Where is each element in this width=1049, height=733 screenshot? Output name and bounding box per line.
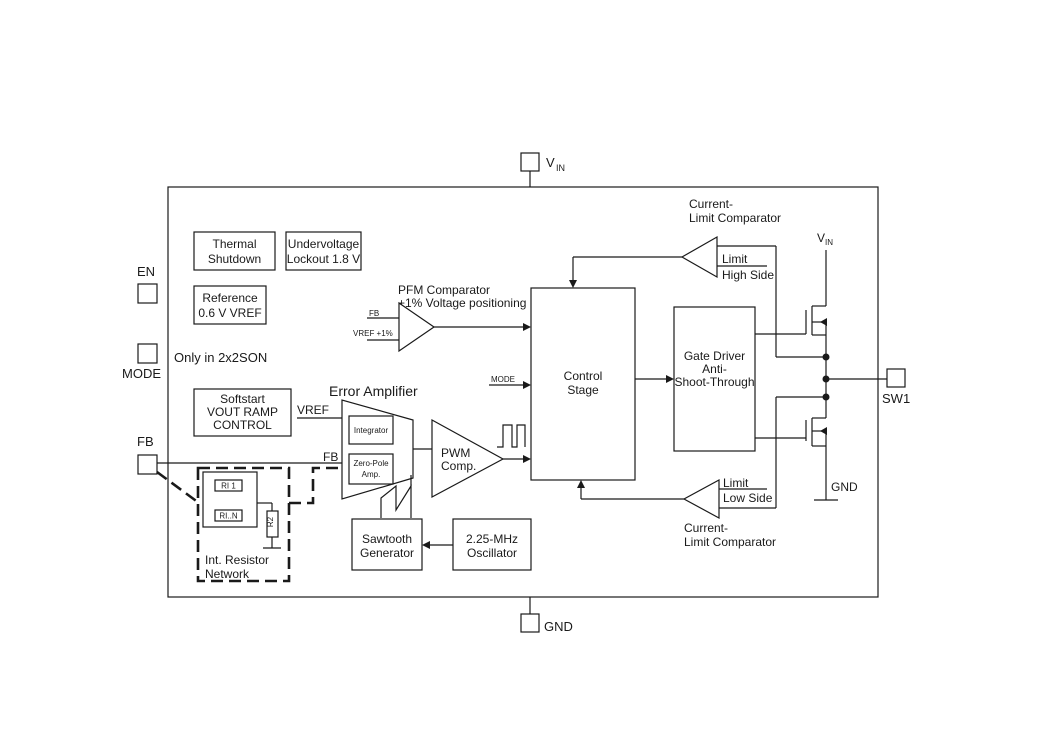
sawtooth-line2: Generator [360, 546, 414, 560]
reference-block [193, 285, 267, 325]
cl-top-line2: Limit Comparator [689, 211, 781, 225]
resistor-network-line1: Int. Resistor [205, 553, 269, 567]
pwm-line2: Comp. [441, 459, 476, 473]
pfm-title-line1: PFM Comparator [398, 283, 490, 297]
softstart-line1: Softstart [220, 392, 265, 406]
vin-pin-label-sub: IN [556, 163, 565, 173]
cl-bot-limit: Limit [723, 476, 749, 490]
gate-driver-line3: Shoot-Through [674, 375, 754, 389]
error-amp-title: Error Amplifier [329, 383, 418, 399]
mode-pin [137, 343, 158, 364]
control-line1: Control [564, 369, 603, 383]
reference-line1: Reference [202, 291, 258, 305]
gate-driver-line1: Gate Driver [684, 349, 745, 363]
chip-outline [167, 186, 879, 598]
cl-top-limit: Limit [722, 252, 748, 266]
mode-input-label: MODE [491, 375, 515, 384]
sw1-pin [886, 368, 906, 388]
en-pin [137, 283, 158, 304]
pfm-title-line2: +1% Voltage positioning [398, 296, 526, 310]
only-in-note: Only in 2x2SON [174, 350, 267, 365]
pfm-fb-label: FB [369, 309, 379, 318]
gnd-pin-label: GND [544, 619, 573, 634]
zero-pole-line1: Zero-Pole [353, 459, 389, 468]
pwm-line1: PWM [441, 446, 470, 460]
control-stage-block [530, 287, 636, 481]
zero-pole-block [348, 453, 394, 485]
cl-bot-line2: Limit Comparator [684, 535, 776, 549]
low-side-comparator [682, 478, 720, 520]
gate-driver-line2: Anti- [702, 362, 727, 376]
sw1-pin-label: SW1 [882, 391, 910, 406]
zero-pole-line2: Amp. [362, 470, 381, 479]
uvlo-line2: Lockout 1.8 V [287, 252, 360, 266]
high-side-comparator [680, 235, 718, 279]
sawtooth-line1: Sawtooth [362, 532, 412, 546]
sawtooth-generator-block [351, 518, 423, 571]
cl-top-side: High Side [722, 268, 774, 282]
cl-top-line1: Current- [689, 197, 733, 211]
pfm-vref-label: VREF +1% [353, 329, 393, 338]
thermal-line2: Shutdown [208, 252, 261, 266]
sawtooth-waveform-icon [380, 483, 412, 518]
fb-pin [137, 454, 158, 475]
cl-bot-line1: Current- [684, 521, 728, 535]
uvlo-line1: Undervoltage [288, 237, 360, 251]
softstart-line3: CONTROL [213, 418, 272, 432]
oscillator-line2: Oscillator [467, 546, 517, 560]
uvlo-block [285, 231, 362, 271]
integrator-label: Integrator [354, 426, 389, 435]
vin-pin [520, 152, 540, 172]
integrator-block [348, 415, 394, 445]
vin-right-label: V [817, 231, 825, 245]
oscillator-line1: 2.25-MHz [466, 532, 518, 546]
r1-label: RI 1 [221, 482, 236, 491]
control-line2: Stage [567, 383, 599, 397]
fb-line-label: FB [323, 450, 338, 464]
softstart-block [193, 388, 292, 437]
gnd-pin [520, 613, 540, 633]
vin-pin-label: V [546, 155, 555, 170]
mode-pin-label: MODE [122, 366, 161, 381]
resistor-network-line2: Network [205, 567, 250, 581]
cl-bot-side: Low Side [723, 491, 773, 505]
gnd-right-label: GND [831, 480, 858, 494]
pwm-comparator [431, 418, 505, 499]
thermal-shutdown-block [193, 231, 276, 271]
rn-label: RI..N [219, 512, 237, 521]
thermal-line1: Thermal [212, 237, 256, 251]
resistor-rn [214, 509, 243, 522]
fb-pin-label: FB [137, 434, 154, 449]
en-pin-label: EN [137, 264, 155, 279]
vin-right-label-sub: IN [825, 238, 833, 247]
resistor-network-link [156, 470, 200, 505]
resistor-network-box [196, 466, 291, 583]
r2-label: R2 [266, 516, 275, 527]
gate-driver-block [673, 306, 756, 452]
pwm-waveform-icon [497, 424, 526, 448]
softstart-line2: VOUT RAMP [207, 405, 278, 419]
vref-label: VREF [297, 403, 329, 417]
reference-line2: 0.6 V VREF [198, 306, 261, 320]
resistor-r1 [214, 479, 243, 492]
oscillator-block [452, 518, 532, 571]
pfm-comparator [398, 301, 436, 353]
